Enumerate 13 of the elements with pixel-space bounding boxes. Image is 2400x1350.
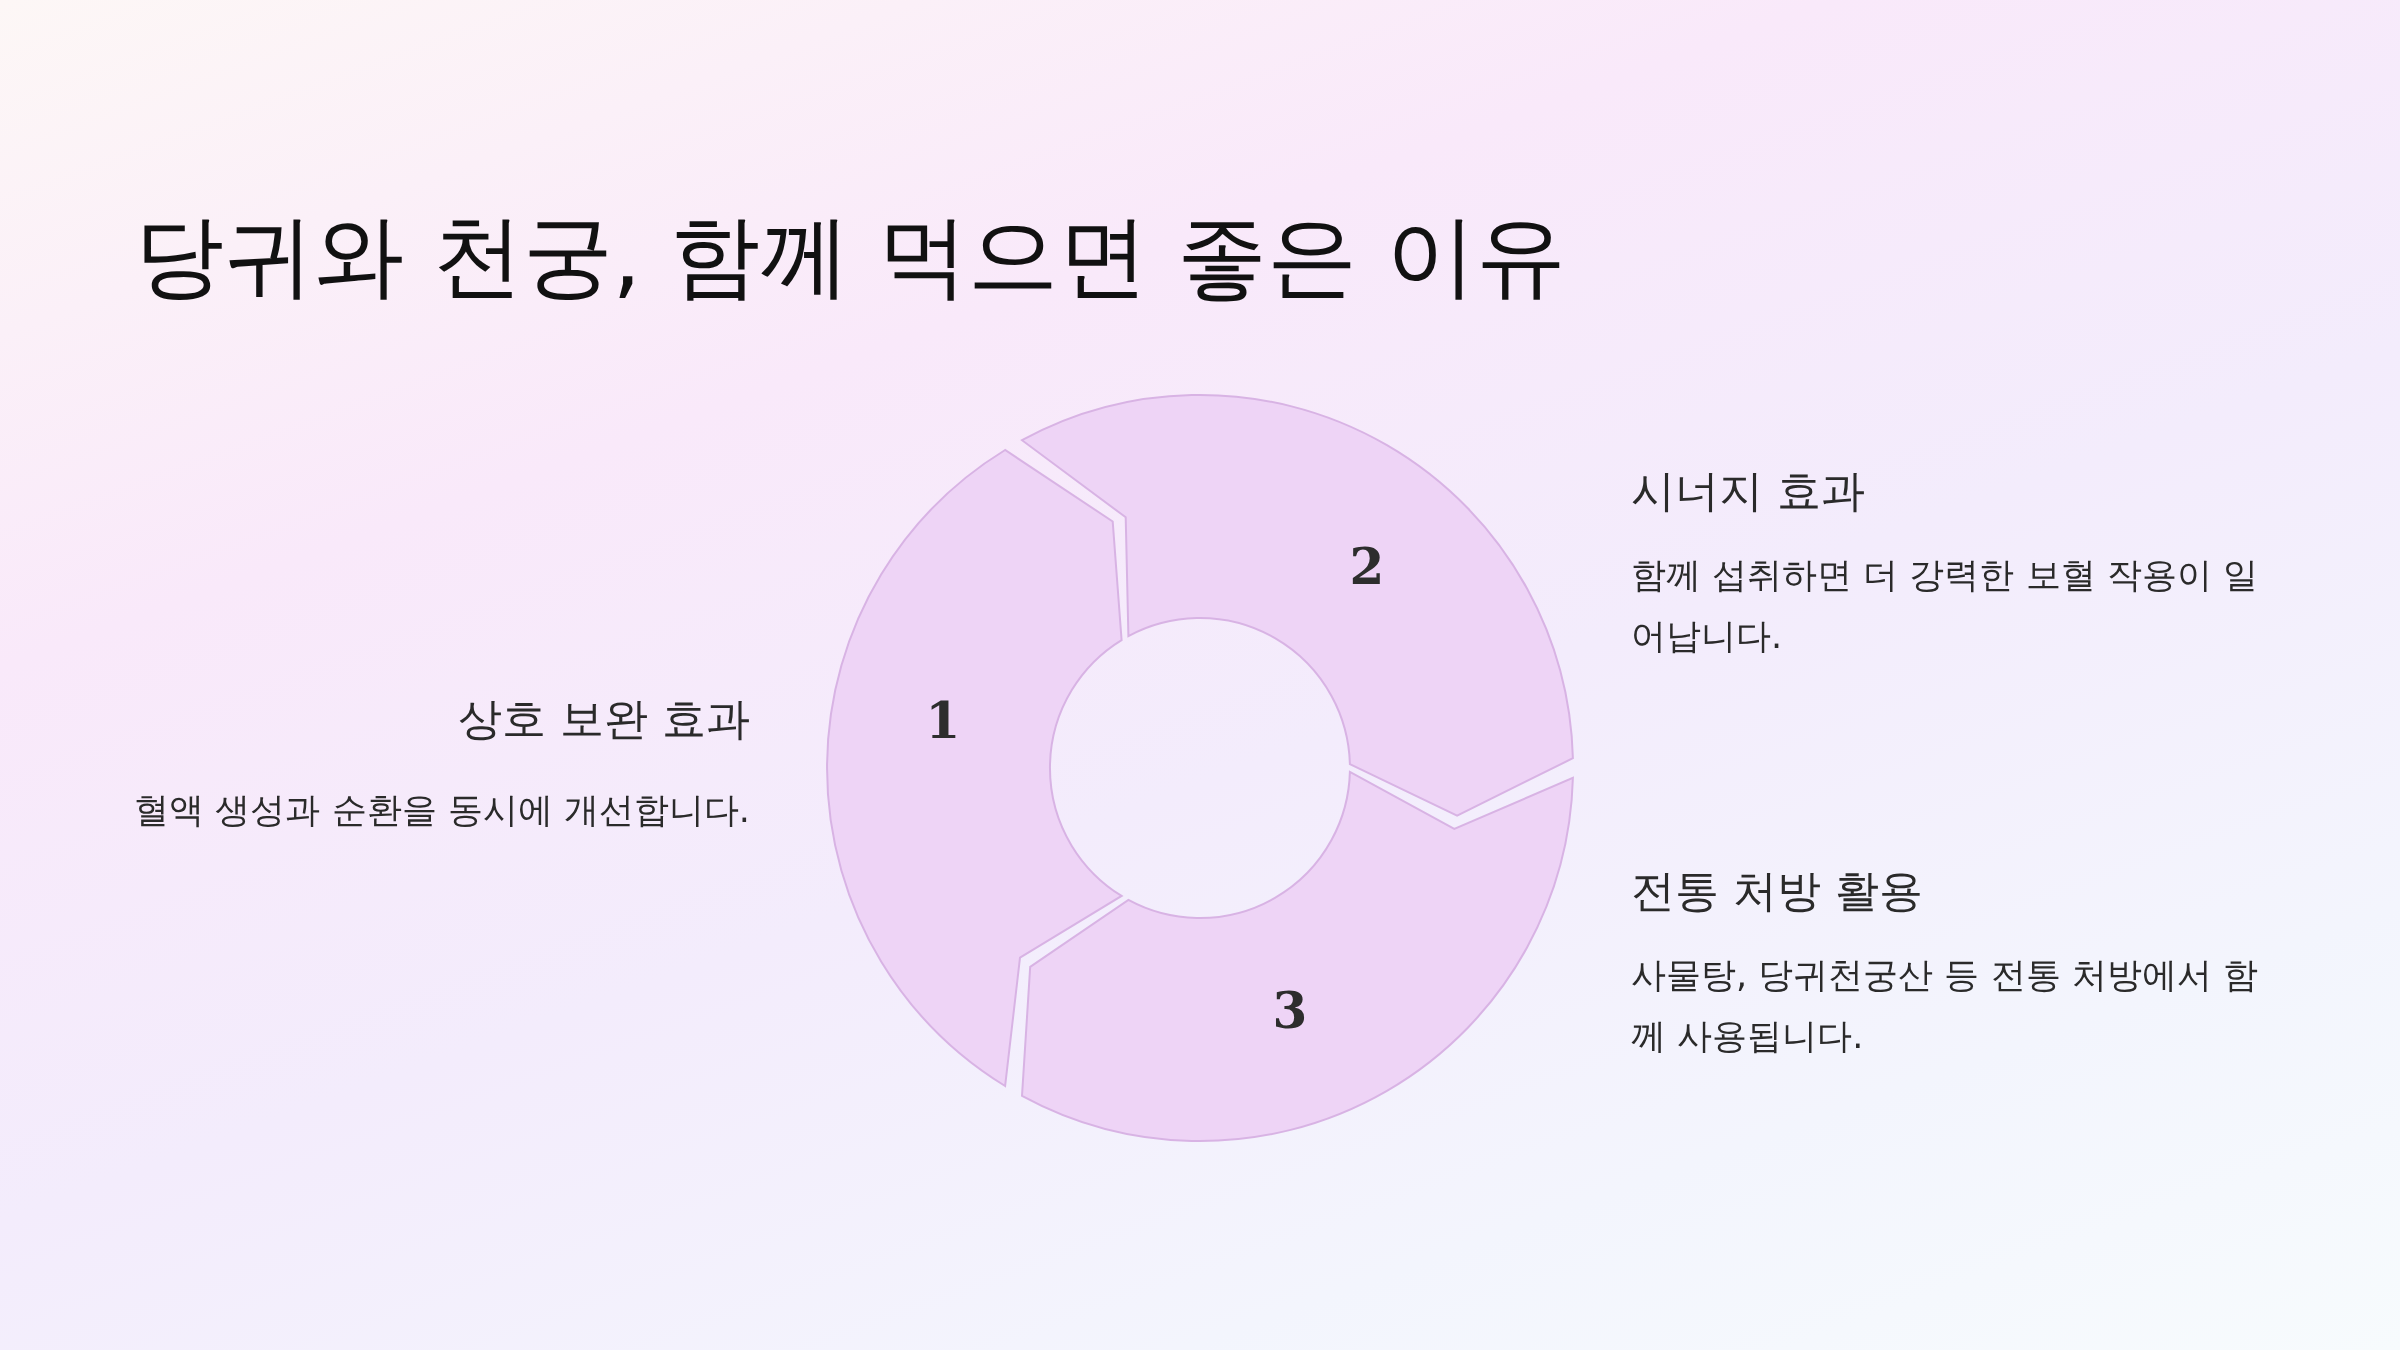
step-description: 혈액 생성과 순환을 동시에 개선합니다. [134,789,750,832]
step-heading: 시너지 효과 [1631,464,1865,518]
step-description: 사물탕, 당귀천궁산 등 전통 처방에서 함께 사용됩니다. [1631,954,2259,1058]
step-heading: 상호 보완 효과 [458,692,750,746]
title: 당귀와 천궁, 함께 먹으면 좋은 이유 [134,202,1566,310]
arrow-segment [826,449,1123,1087]
step-number: 3 [1272,980,1308,1040]
step-number: 2 [1349,536,1385,596]
arrow-segment [1021,394,1574,817]
step-number: 1 [925,690,961,750]
step-heading: 전통 처방 활용 [1631,864,1923,918]
arrow-segment [1021,770,1574,1142]
step-description: 함께 섭취하면 더 강력한 보혈 작용이 일어납니다. [1631,554,2259,658]
